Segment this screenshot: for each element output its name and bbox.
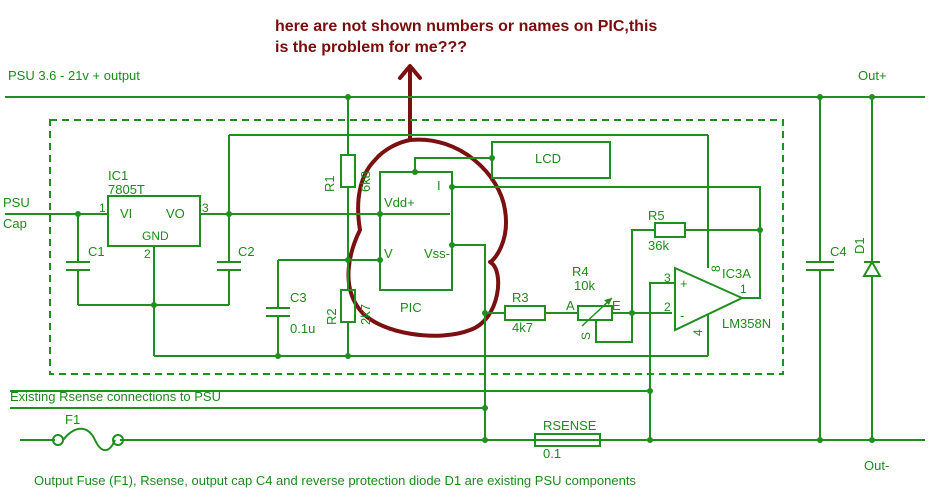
c3-value: 0.1u xyxy=(290,321,315,336)
r5-label: R5 xyxy=(648,208,665,223)
r2-label: R2 xyxy=(324,308,339,325)
f1-body xyxy=(62,427,116,452)
pcb-boundary xyxy=(49,119,784,375)
r3-body xyxy=(504,305,546,321)
c3-label: C3 xyxy=(290,290,307,305)
opamp-plus: + xyxy=(680,276,688,291)
d1-body xyxy=(862,259,882,277)
pic-body xyxy=(379,171,453,291)
pic-v: V xyxy=(384,246,393,261)
r4-s: S xyxy=(579,332,593,340)
r4-label: R4 xyxy=(572,264,589,279)
d1-label: D1 xyxy=(852,237,867,254)
ic1-gnd: GND xyxy=(142,229,169,243)
r5-body xyxy=(654,222,686,238)
r1-value: 6k8 xyxy=(358,171,373,192)
out-minus-label: Out- xyxy=(864,458,889,473)
pic-label: PIC xyxy=(400,300,422,315)
c2-label: C2 xyxy=(238,244,255,259)
ic3-pin3: 3 xyxy=(664,271,671,285)
footer-note: Output Fuse (F1), Rsense, output cap C4 … xyxy=(34,473,636,488)
opamp-plus-wire xyxy=(649,282,675,391)
pic-vdd: Vdd+ xyxy=(384,195,415,210)
cap-label: Cap xyxy=(3,216,27,231)
c1-label: C1 xyxy=(88,244,105,259)
r2-value: 2k7 xyxy=(358,304,373,325)
top-rail-label: PSU 3.6 - 21v + output xyxy=(8,68,140,83)
r4-value: 10k xyxy=(574,278,595,293)
ic3-name: IC3A xyxy=(722,266,751,281)
ic1-pin2: 2 xyxy=(144,247,151,261)
r5-value: 36k xyxy=(648,238,669,253)
r1-body xyxy=(340,154,356,188)
r3-value: 4k7 xyxy=(512,320,533,335)
ic1-pin1: 1 xyxy=(99,201,106,215)
ic1-vo: VO xyxy=(166,206,185,221)
rsense-body xyxy=(534,433,601,447)
rsense-label: RSENSE xyxy=(543,418,597,433)
r4-a: A xyxy=(566,298,575,313)
r4-wiper xyxy=(595,313,633,343)
pic-i-wire xyxy=(452,186,761,299)
lcd-label: LCD xyxy=(535,151,561,166)
c4-label: C4 xyxy=(830,244,847,259)
ic1-name: IC1 xyxy=(108,168,128,183)
ic1-vi: VI xyxy=(120,206,132,221)
ic3-pin4: 4 xyxy=(691,329,705,336)
lcd-wire-1 xyxy=(414,157,492,172)
annotation-circle xyxy=(346,137,508,338)
r3-label: R3 xyxy=(512,290,529,305)
annotation-line-2: is the problem for me??? xyxy=(275,39,467,56)
f1-terminal-b xyxy=(112,434,124,446)
rsense-conn-label: Existing Rsense connections to PSU xyxy=(10,389,221,404)
r1-label: R1 xyxy=(322,175,337,192)
annotation-arrow xyxy=(398,64,422,142)
opamp-minus: - xyxy=(680,308,684,323)
pic-vss: Vss- xyxy=(424,246,450,261)
ic3-pin1: 1 xyxy=(740,282,747,296)
psu-label: PSU xyxy=(3,195,30,210)
r4-e: E xyxy=(612,298,621,313)
rsense-value: 0.1 xyxy=(543,446,561,461)
pic-vss-wire xyxy=(452,244,486,440)
ic3-value: LM358N xyxy=(722,316,771,331)
ic1-pin3: 3 xyxy=(202,201,209,215)
ic3-pin2: 2 xyxy=(664,300,671,314)
f1-label: F1 xyxy=(65,412,80,427)
pic-i: I xyxy=(437,178,441,193)
ic3-pin8: 8 xyxy=(709,265,723,272)
out-plus-label: Out+ xyxy=(858,68,887,83)
annotation-line-1: here are not shown numbers or names on P… xyxy=(275,18,657,35)
opamp-body xyxy=(674,266,745,332)
ic1-value: 7805T xyxy=(108,182,145,197)
r5-wire-l xyxy=(631,229,655,313)
